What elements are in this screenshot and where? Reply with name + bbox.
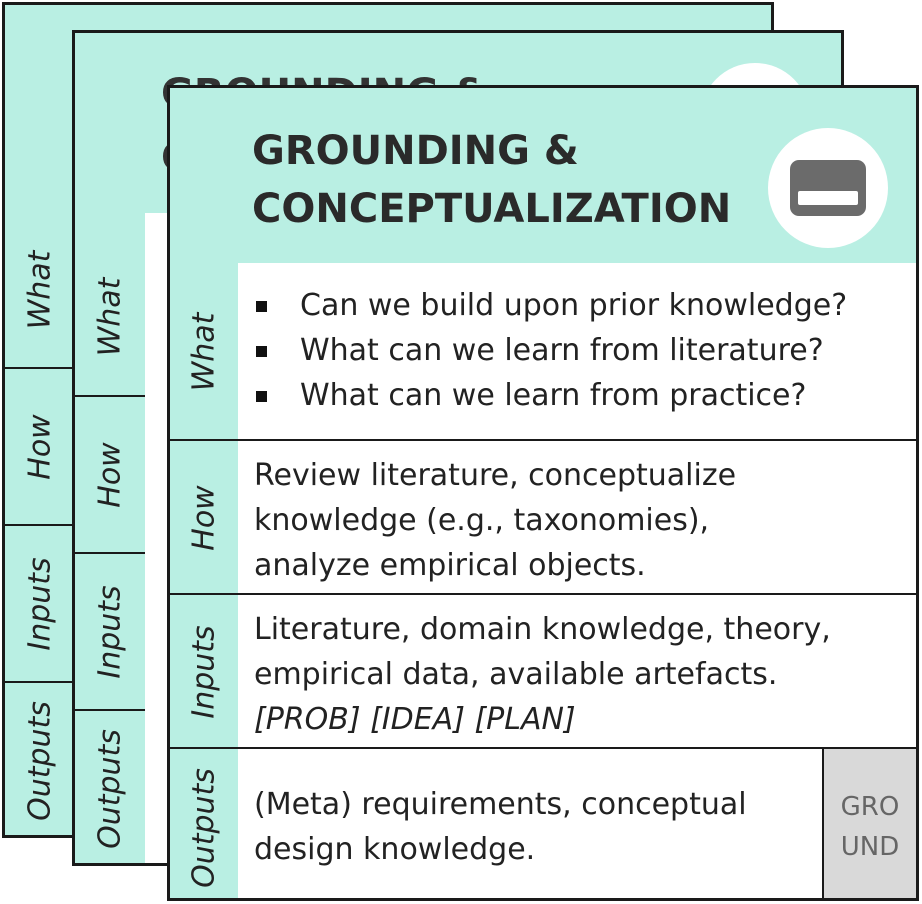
back-card-1-inputs-label: Inputs xyxy=(22,556,58,651)
back-card-2-how: How xyxy=(75,395,145,552)
row-how-label-cell: How xyxy=(170,441,238,594)
card-title-line-1: GROUNDING & xyxy=(252,128,579,174)
row-how-label: How xyxy=(186,484,222,551)
card-icon-stripe xyxy=(798,191,858,205)
inputs-text: Literature, domain knowledge, theory, em… xyxy=(254,607,831,742)
back-card-1-outputs-label: Outputs xyxy=(22,700,58,821)
row-what: What Can we build upon prior knowledge? … xyxy=(170,263,916,440)
back-card-2-inputs: Inputs xyxy=(75,552,145,709)
inputs-line: empirical data, available artefacts. xyxy=(254,657,778,692)
what-bullet: What can we learn from literature? xyxy=(256,328,847,373)
row-how-body: Review literature, conceptualize knowled… xyxy=(238,441,916,594)
outputs-line: design knowledge. xyxy=(254,832,536,867)
inputs-line: Literature, domain knowledge, theory, xyxy=(254,612,831,647)
how-line: analyze empirical objects. xyxy=(254,548,646,583)
row-outputs-label: Outputs xyxy=(186,768,222,888)
row-outputs-label-cell: Outputs xyxy=(170,749,238,898)
back-card-2-outputs: Outputs xyxy=(75,709,145,866)
row-inputs-body: Literature, domain knowledge, theory, em… xyxy=(238,595,916,748)
card-tag-line-2: UND xyxy=(840,832,900,862)
card-tag-text: GRO UND xyxy=(824,787,916,867)
outputs-text: (Meta) requirements, conceptual design k… xyxy=(254,782,747,872)
row-inputs-label-cell: Inputs xyxy=(170,595,238,748)
card-tag: GRO UND xyxy=(822,749,916,898)
row-inputs: Inputs Literature, domain knowledge, the… xyxy=(170,593,916,748)
row-inputs-label: Inputs xyxy=(186,624,222,719)
card-title: GROUNDING & CONCEPTUALIZATION xyxy=(252,122,731,238)
outputs-line: (Meta) requirements, conceptual xyxy=(254,787,747,822)
what-bullet: What can we learn from practice? xyxy=(256,373,847,418)
how-line: knowledge (e.g., taxonomies), xyxy=(254,503,710,538)
back-card-2-what: What xyxy=(75,238,145,396)
front-card: GROUNDING & CONCEPTUALIZATION What Can w… xyxy=(167,85,919,901)
back-card-1-inputs: Inputs xyxy=(5,524,75,681)
what-bullet: Can we build upon prior knowledge? xyxy=(256,283,847,328)
back-card-2-how-label: How xyxy=(92,441,128,508)
card-icon xyxy=(790,160,866,216)
card-tag-line-1: GRO xyxy=(840,792,900,822)
back-card-1-how-label: How xyxy=(22,413,58,480)
row-outputs-body: (Meta) requirements, conceptual design k… xyxy=(238,749,916,898)
how-text: Review literature, conceptualize knowled… xyxy=(254,453,736,588)
inputs-refs: [PROB] [IDEA] [PLAN] xyxy=(254,702,576,737)
back-card-1-what: What xyxy=(5,210,75,370)
row-what-body: Can we build upon prior knowledge? What … xyxy=(238,263,916,440)
row-how: How Review literature, conceptualize kno… xyxy=(170,439,916,594)
back-card-1-how: How xyxy=(5,367,75,524)
back-card-2-what-label: What xyxy=(92,277,128,357)
how-line: Review literature, conceptualize xyxy=(254,458,737,493)
back-card-2-outputs-label: Outputs xyxy=(92,728,128,849)
back-card-1-what-label: What xyxy=(22,250,58,330)
back-card-1-outputs: Outputs xyxy=(5,681,75,838)
row-what-label-cell: What xyxy=(170,263,238,440)
row-outputs: Outputs (Meta) requirements, conceptual … xyxy=(170,747,916,898)
back-card-2-inputs-label: Inputs xyxy=(92,584,128,679)
card-badge xyxy=(768,128,888,248)
what-bullet-list: Can we build upon prior knowledge? What … xyxy=(256,283,847,418)
row-what-label: What xyxy=(186,312,222,391)
card-title-line-2: CONCEPTUALIZATION xyxy=(252,186,732,232)
